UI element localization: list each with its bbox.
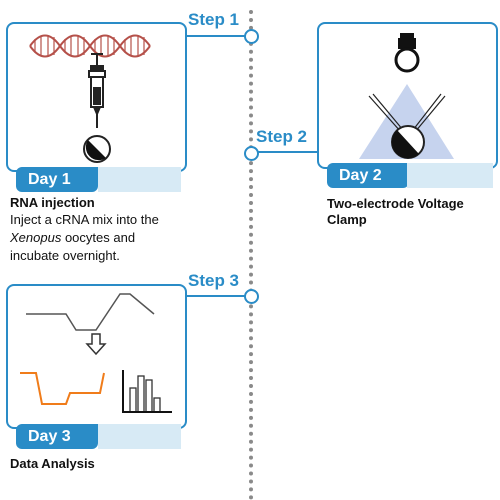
- step-2-title-line-1: Two-electrode Voltage: [327, 196, 464, 211]
- step-1-label: Step 1: [188, 10, 240, 29]
- voltage-step-trace-icon: [26, 293, 155, 331]
- light-cone: [359, 84, 454, 159]
- current-trace-icon: [20, 372, 105, 405]
- step-2-title-line-2: Clamp: [327, 212, 367, 227]
- step-3-label: Step 3: [188, 271, 240, 290]
- step-3-title: Data Analysis: [10, 456, 95, 471]
- day-1-tab-extension: [98, 167, 181, 192]
- syringe-icon: [88, 53, 106, 128]
- step-1-connector: [184, 35, 245, 37]
- step-3-marker: [244, 289, 259, 304]
- step-2-panel: [317, 22, 498, 169]
- step-3-connector: [184, 295, 245, 297]
- step-3-panel: [6, 284, 187, 429]
- step-2-title: Two-electrode Voltage Clamp: [327, 196, 464, 228]
- step-1-description: Inject a cRNA mix into the Xenopus oocyt…: [10, 211, 240, 265]
- day-3-tab-extension: [98, 424, 181, 449]
- down-arrow-icon: [85, 333, 107, 356]
- step-2-label: Step 2: [256, 127, 308, 146]
- day-3-tab: Day 3: [16, 424, 98, 449]
- step-2-marker: [244, 146, 259, 161]
- step-2-connector: [257, 151, 318, 153]
- step-1-marker: [244, 29, 259, 44]
- oocyte-icon: [391, 125, 425, 159]
- day-2-tab: Day 2: [327, 163, 409, 188]
- step-1-panel: [6, 22, 187, 172]
- step-2-illustration: [359, 33, 454, 159]
- histogram-icon: [122, 370, 172, 413]
- step-1-illustration: [29, 34, 151, 163]
- xenopus-italic: Xenopus: [10, 230, 62, 245]
- step-1-desc-line-3: incubate overnight.: [10, 248, 120, 263]
- oocyte-icon: [83, 135, 111, 163]
- step-1-title: RNA injection: [10, 195, 95, 210]
- step-1-desc-line-2: Xenopus oocytes and: [10, 230, 136, 245]
- step-3-illustration: [20, 293, 172, 413]
- step-1-desc-line-1: Inject a cRNA mix into the: [10, 212, 159, 227]
- timeline-dotted-line: [249, 10, 253, 500]
- day-1-tab: Day 1: [16, 167, 98, 192]
- dna-helix-icon: [29, 34, 151, 58]
- day-2-tab-extension: [407, 163, 493, 188]
- electrodes-icon: [368, 93, 446, 133]
- lightbulb-icon: [394, 33, 420, 73]
